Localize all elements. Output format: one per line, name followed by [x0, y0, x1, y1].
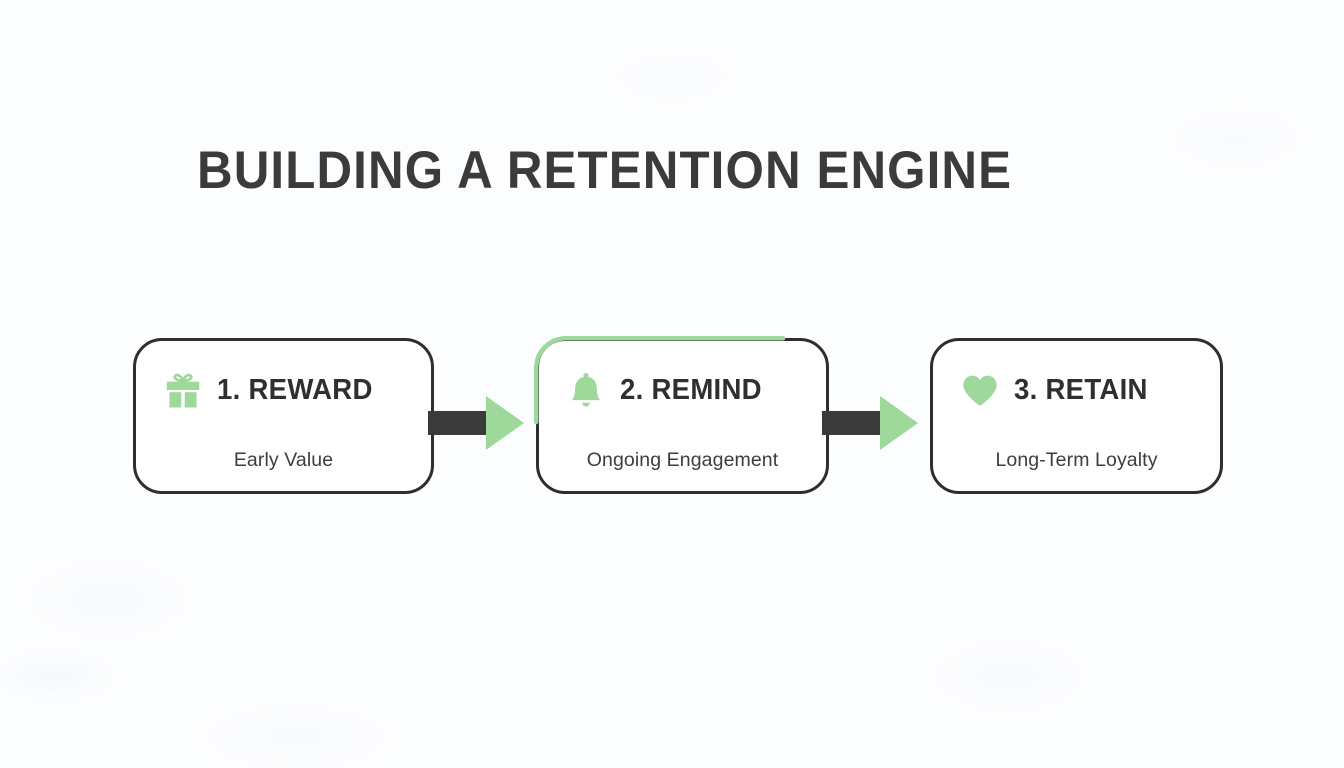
- card-header-remind: 2. REMIND: [565, 369, 769, 411]
- bell-icon: [572, 372, 600, 407]
- step-card-remind[interactable]: 2. REMIND Ongoing Engagement: [536, 338, 829, 494]
- card-subtitle-remind: Ongoing Engagement: [586, 449, 779, 471]
- page-title: BUILDING A RETENTION ENGINE: [197, 141, 1013, 200]
- arrow-right-icon-remind-to-retain: [822, 396, 918, 450]
- step-card-reward[interactable]: 1. REWARD Early Value: [133, 338, 434, 494]
- arrow-right-icon-reward-to-remind: [428, 396, 524, 450]
- card-title-reward: 1. REWARD: [217, 373, 373, 406]
- gift-icon: [166, 373, 200, 408]
- card-header-retain: 3. RETAIN: [959, 369, 1155, 411]
- card-title-remind: 2. REMIND: [620, 373, 762, 406]
- heart-icon: [963, 375, 997, 406]
- card-title-retain: 3. RETAIN: [1014, 373, 1148, 406]
- card-header-reward: 1. REWARD: [162, 369, 381, 411]
- step-card-retain[interactable]: 3. RETAIN Long-Term Loyalty: [930, 338, 1223, 494]
- card-subtitle-retain: Long-Term Loyalty: [995, 449, 1158, 471]
- card-subtitle-reward: Early Value: [233, 449, 334, 471]
